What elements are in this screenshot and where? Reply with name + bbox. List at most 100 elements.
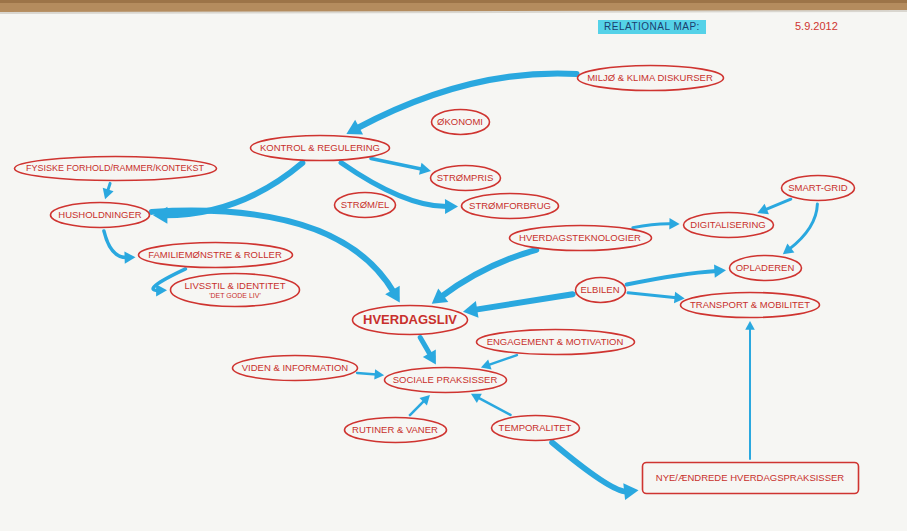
concept-label: HVERDAGSTEKNOLOGIER <box>519 232 641 243</box>
outline-stroke <box>335 193 396 218</box>
connector-arrow <box>627 264 726 284</box>
connector-arrow <box>552 442 638 500</box>
concept-label: ENGAGEMENT & MOTIVATION <box>487 336 624 347</box>
arrow-head <box>445 199 458 214</box>
connector-line <box>488 355 517 365</box>
concept-label: SMART-GRID <box>788 182 847 193</box>
paper-edge <box>0 11 907 13</box>
outline-stroke <box>476 330 634 355</box>
date-note: 5.9.2012 <box>795 20 838 33</box>
arrow-head <box>419 395 429 405</box>
connector-arrow <box>745 321 755 459</box>
concept-label: MILJØ & KLIMA DISKURSER <box>587 72 713 83</box>
connector-arrow <box>432 250 537 304</box>
arrow-head <box>124 251 135 263</box>
outline-stroke <box>729 256 801 281</box>
concept-label: TEMPORALITET <box>499 422 572 433</box>
wood-grain <box>0 0 907 3</box>
concept-label: STRØMPRIS <box>437 172 493 183</box>
arrow-head <box>346 120 363 135</box>
map-title: RELATIONAL MAP: <box>598 20 706 34</box>
connector-arrow <box>410 395 430 415</box>
connector-arrow <box>783 204 818 254</box>
connector-line <box>474 294 572 310</box>
outline-stroke <box>575 278 625 303</box>
arrow-head <box>103 188 114 199</box>
concept-label: ELBILEN <box>580 284 619 295</box>
outline-stroke <box>782 176 855 201</box>
connector-line <box>357 73 577 128</box>
concept-ellipse: ENGAGEMENT & MOTIVATION <box>475 328 636 356</box>
connector-arrow <box>628 292 685 303</box>
concept-ellipse: ØKONOMI <box>430 108 491 136</box>
connector-arrow <box>420 338 436 365</box>
arrow-head <box>374 369 384 379</box>
arrow-head <box>783 243 795 254</box>
connector-arrow <box>633 218 680 229</box>
concept-box: NYE/ÆNDREDE HVERDAGSPRAKSISSER <box>641 461 860 495</box>
arrow-head <box>757 204 769 215</box>
concept-ellipse: ELBILEN <box>574 276 627 304</box>
outline-stroke <box>491 416 579 441</box>
connector-line <box>371 159 422 170</box>
outline-stroke <box>577 66 723 91</box>
concept-label: TRANSPORT & MOBILITET <box>690 299 810 310</box>
connector-line <box>789 204 817 249</box>
concept-label: LIVSSTIL & IDENTITET <box>184 280 285 291</box>
arrow-head <box>714 264 726 277</box>
outline-stroke <box>430 166 500 191</box>
outline-stroke <box>344 418 446 443</box>
concept-ellipse: DIGITALISERING <box>682 211 775 239</box>
outline-stroke <box>683 213 773 238</box>
concept-ellipse: STRØMPRIS <box>429 164 502 192</box>
connector-arrow <box>757 199 790 214</box>
connector-line <box>628 293 677 298</box>
concept-subtitle: 'DET GODE LIV' <box>209 292 261 300</box>
arrow-head <box>419 163 431 175</box>
outline-stroke <box>509 226 651 251</box>
outline-stroke <box>384 368 506 393</box>
concept-ellipse: LIVSSTIL & IDENTITET'DET GODE LIV' <box>169 272 301 308</box>
connector-line <box>441 250 536 297</box>
concept-ellipse: VIDEN & INFORMATION <box>231 354 359 382</box>
outline-stroke <box>171 274 300 307</box>
concept-label: HVERDAGSLIV <box>363 312 457 328</box>
concept-label: OPLADEREN <box>736 262 795 273</box>
connector-arrow <box>357 369 384 379</box>
outline-stroke <box>138 243 292 268</box>
outline-stroke <box>51 203 150 228</box>
concept-ellipse: FYSISKE FORHOLD/RAMMER/KONTEKST <box>13 155 218 182</box>
wood-table <box>0 0 907 14</box>
connector-line <box>420 338 430 356</box>
concept-label: VIDEN & INFORMATION <box>242 362 348 373</box>
connector-line <box>552 442 627 491</box>
connector-arrow <box>371 159 431 175</box>
arrow-head <box>745 321 755 330</box>
concept-ellipse: HVERDAGSLIV <box>351 304 469 336</box>
outline-stroke <box>642 463 858 494</box>
outline-stroke <box>14 156 216 180</box>
connector-line <box>749 328 751 459</box>
connector-arrow <box>481 355 517 369</box>
concept-label: STRØM/EL <box>341 199 390 210</box>
connector-line <box>627 271 717 285</box>
concept-ellipse: SOCIALE PRAKSISSER <box>383 366 508 394</box>
arrow-head <box>481 360 492 370</box>
outline-stroke <box>431 110 489 135</box>
connector-line <box>633 224 672 228</box>
arrow-head <box>432 288 449 303</box>
concept-label: HUSHOLDNINGER <box>58 209 141 220</box>
concept-label: DIGITALISERING <box>690 219 765 230</box>
connector-arrow <box>463 294 573 317</box>
outline-stroke <box>233 356 358 381</box>
arrow-head <box>423 349 436 364</box>
concept-ellipse: RUTINER & VANER <box>343 416 448 444</box>
concept-label: FAMILIEMØNSTRE & ROLLER <box>148 249 282 260</box>
concept-label: FYSISKE FORHOLD/RAMMER/KONTEKST <box>26 163 204 174</box>
outline-stroke <box>353 306 468 335</box>
connector-arrow <box>103 183 114 199</box>
concept-label: ØKONOMI <box>437 116 483 127</box>
concept-label: NYE/ÆNDREDE HVERDAGSPRAKSISSER <box>656 472 844 483</box>
connector-line <box>357 373 376 375</box>
